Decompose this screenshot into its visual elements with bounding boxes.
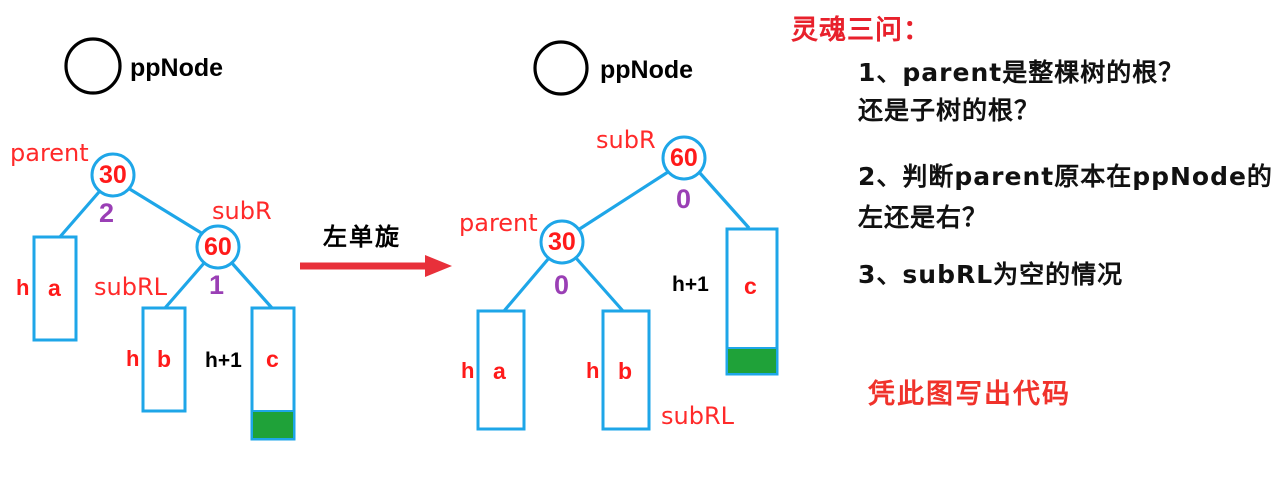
box-letter-c-left: c	[266, 346, 279, 372]
ppnode-label-left: ppNode	[130, 54, 224, 82]
notes-item-1: 1、parent是整棵树的根？	[858, 58, 1185, 87]
height-label-a-left: h	[16, 275, 30, 300]
notes-item-5: 3、subRL为空的情况	[858, 260, 1124, 289]
subtree-box-c-right	[725, 227, 779, 376]
height-label-c-left: h+1	[205, 349, 242, 372]
subrl-label-left: subRL	[94, 273, 167, 301]
subr-label-left: subR	[212, 197, 272, 225]
subr-label-right: subR	[596, 126, 656, 154]
ppnode-circle-right	[533, 40, 589, 96]
rotation-arrow-head	[425, 255, 452, 277]
edge-right-root-to-c	[697, 170, 751, 230]
notes-item-2: 还是子树的根？	[858, 96, 1041, 125]
node-value-60-right: 60	[670, 144, 698, 172]
edge-left-subr-to-b	[163, 260, 207, 310]
parent-label-right: parent	[459, 209, 538, 237]
notes-item-3: 2、判断parent原本在ppNode的	[858, 162, 1273, 191]
box-letter-c-right: c	[744, 273, 757, 299]
edge-left-subr-to-c	[229, 260, 274, 310]
balance-factor-60-right: 0	[676, 184, 692, 214]
height-label-a-right: h	[461, 358, 475, 383]
edge-right-parent-to-b	[574, 256, 625, 313]
edge-right-parent-to-a	[502, 256, 551, 313]
subrl-label-right: subRL	[661, 402, 734, 430]
green-fill-c-right	[728, 349, 776, 373]
node-value-30-right: 30	[548, 228, 576, 256]
green-fill-c-left	[253, 412, 293, 438]
height-label-b-right: h	[586, 358, 600, 383]
rotation-caption: 左单旋	[323, 223, 401, 251]
balance-factor-30-left: 2	[99, 198, 115, 228]
box-letter-b-left: b	[157, 346, 172, 372]
box-letter-a-right: a	[493, 358, 506, 384]
balance-factor-60-left: 1	[209, 270, 225, 300]
ppnode-label-right: ppNode	[600, 56, 694, 84]
notes-item-4: 左还是右？	[858, 203, 989, 232]
edge-left-root-to-a	[57, 190, 101, 240]
notes-heading: 灵魂三问：	[791, 15, 931, 46]
subtree-box-c-left	[250, 306, 296, 441]
height-label-b-left: h	[126, 346, 140, 371]
edge-left-root-to-subr	[127, 186, 204, 236]
balance-factor-30-right: 0	[554, 270, 570, 300]
box-letter-a-left: a	[48, 275, 61, 301]
node-value-60-left: 60	[204, 233, 232, 261]
node-value-30-left: 30	[99, 161, 127, 189]
notes-footer: 凭此图写出代码	[868, 379, 1071, 410]
height-label-c-right: h+1	[672, 273, 709, 296]
edge-right-root-to-parent	[577, 170, 669, 232]
parent-label-left: parent	[10, 139, 89, 167]
box-letter-b-right: b	[618, 358, 633, 384]
ppnode-circle-left	[64, 37, 122, 95]
